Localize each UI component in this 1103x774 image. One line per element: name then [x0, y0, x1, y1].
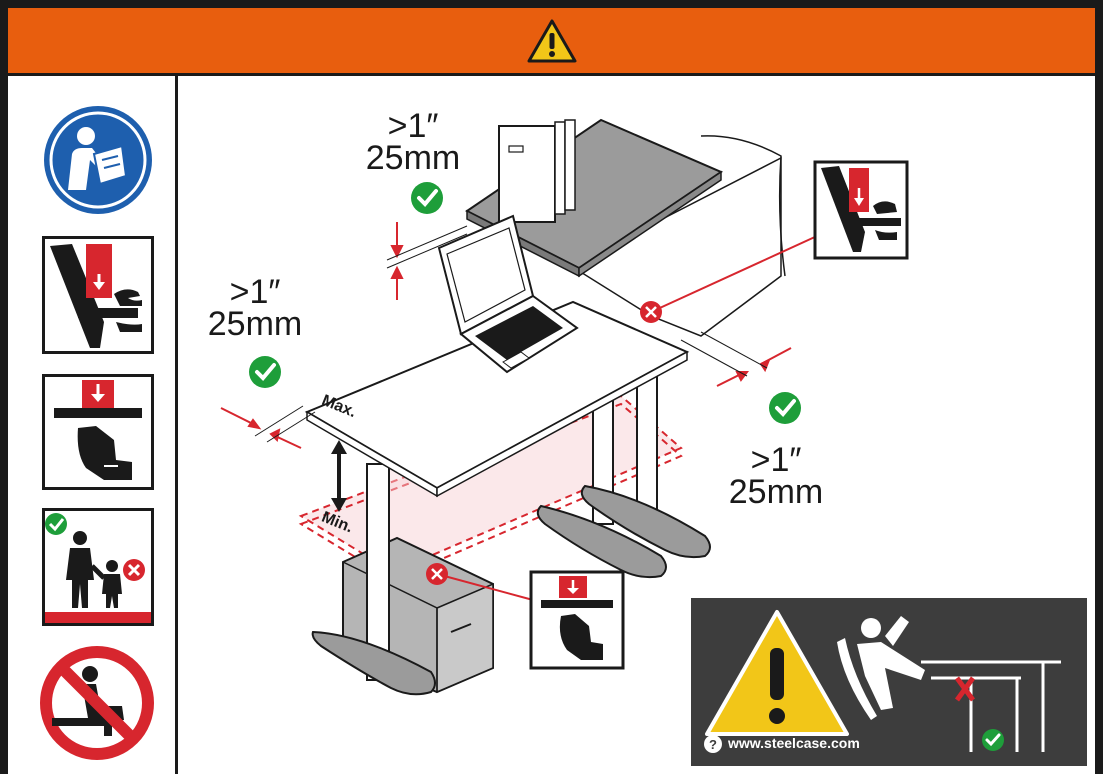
top-clearance-label: >1″ 25mm [363, 107, 463, 177]
warning-triangle-icon [527, 19, 577, 63]
right-clearance-mm: 25mm [728, 473, 824, 511]
hand-pinch-hazard-icon [42, 236, 154, 354]
person-leaning-back-icon [837, 616, 925, 720]
right-clearance-inch: >1″ [750, 441, 802, 479]
laptop [437, 214, 579, 374]
desk-legs [311, 367, 711, 696]
pinch-point-bottom [426, 563, 534, 601]
check-icon-left [249, 356, 281, 388]
help-circle-icon: ? [704, 735, 722, 753]
pinch-point-right [640, 235, 818, 323]
return-desk [569, 135, 786, 337]
desk-clearance-diagram: ? >1″ 25mm >1″ 25mm >1″ 25mm Max. Min. w… [181, 76, 1095, 774]
svg-text:?: ? [709, 737, 717, 752]
no-sitting-on-desk-icon [40, 646, 154, 760]
left-clearance-mm: 25mm [207, 305, 303, 343]
top-clearance-mm: 25mm [365, 139, 461, 177]
right-clearance-label: >1″ 25mm [721, 441, 831, 511]
steelcase-warning-panel: ? [691, 598, 1087, 766]
clearance-markers [220, 222, 792, 449]
height-range-arrow [331, 440, 347, 512]
x-mark-icon [954, 676, 976, 702]
read-manual-icon [44, 106, 152, 214]
check-icon-top [411, 182, 443, 214]
check-icon-right [769, 392, 801, 424]
left-clearance-inch: >1″ [229, 273, 281, 311]
book-stack [498, 125, 556, 223]
callout-hand-crush-icon [529, 570, 625, 670]
child-supervision-icon [42, 508, 154, 626]
hand-crush-under-surface-icon [42, 374, 154, 490]
warning-header [8, 8, 1095, 76]
main-desktop [304, 300, 690, 498]
desk-silhouette-icon [921, 660, 1061, 752]
top-clearance-inch: >1″ [387, 107, 439, 145]
safety-sidebar [8, 76, 178, 774]
left-clearance-label: >1″ 25mm [205, 273, 305, 343]
callout-hand-pinch-icon [813, 160, 909, 260]
steelcase-url[interactable]: www.steelcase.com [728, 735, 860, 751]
check-icon-panel [982, 729, 1004, 751]
